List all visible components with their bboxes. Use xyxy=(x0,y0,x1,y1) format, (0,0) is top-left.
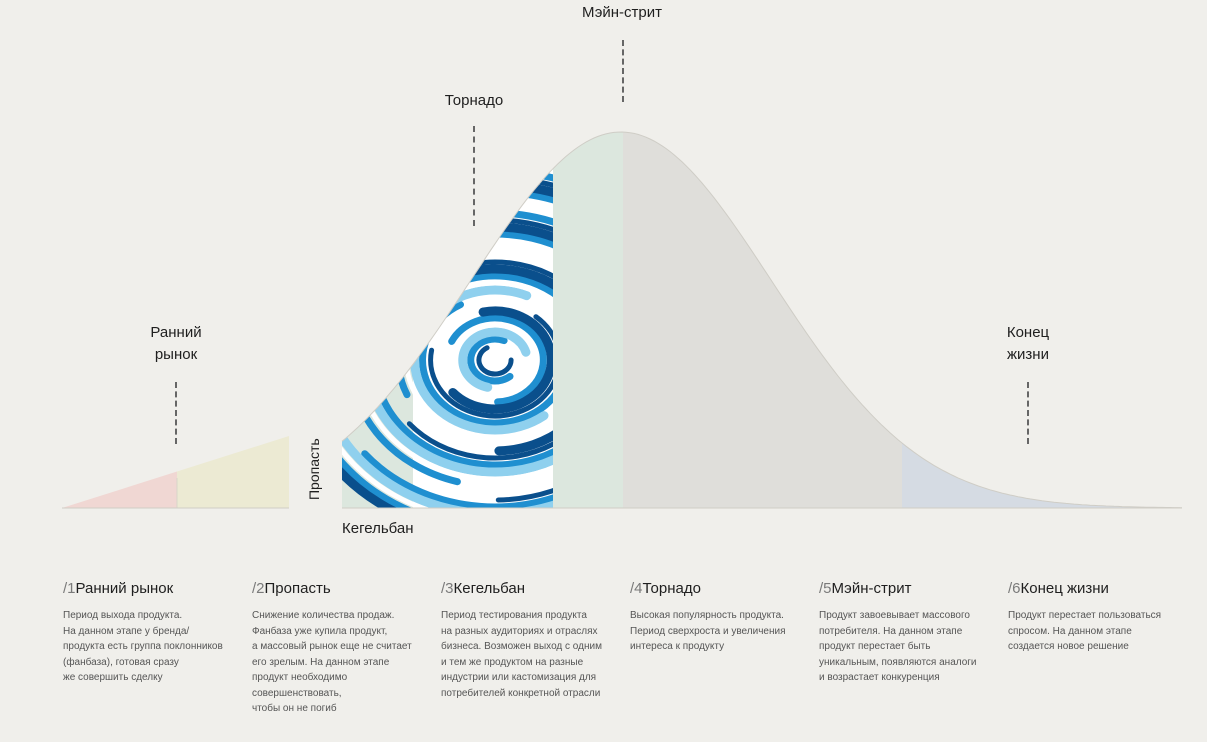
stage-6-title: Конец жизни xyxy=(1020,580,1109,597)
stage-3-heading: /3Кегельбан xyxy=(441,578,621,600)
stage-2: /2Пропасть Снижение количества продаж. Ф… xyxy=(252,578,432,717)
stage-4-text: Высокая популярность продукта. Период св… xyxy=(630,610,786,652)
stage-4-heading: /4Торнадо xyxy=(630,578,810,600)
main-street-region xyxy=(623,132,902,508)
label-early-market: Ранний рынок xyxy=(150,324,202,363)
label-main-street: Мэйн-стрит xyxy=(582,4,662,21)
swirl-band xyxy=(410,285,549,435)
chasm-early-region xyxy=(177,436,289,508)
stage-2-number: /2 xyxy=(252,580,265,597)
swirl-band xyxy=(452,322,538,383)
stage-3-title: Кегельбан xyxy=(453,580,526,597)
swirl-band xyxy=(448,314,547,406)
stage-6: /6Конец жизни Продукт перестает пользова… xyxy=(1008,578,1188,655)
stage-5: /5Мэйн-стрит Продукт завоевывает массово… xyxy=(819,578,999,686)
adoption-curve-diagram xyxy=(62,131,1183,509)
stage-4-number: /4 xyxy=(630,580,643,597)
bowling-alley-region-right xyxy=(553,132,623,508)
stage-5-heading: /5Мэйн-стрит xyxy=(819,578,999,600)
stage-1: /1Ранний рынок Период выхода продукта. Н… xyxy=(63,578,243,686)
stage-5-text: Продукт завоевывает массового потребител… xyxy=(819,610,977,683)
stage-3-number: /3 xyxy=(441,580,454,597)
stage-4-title: Торнадо xyxy=(642,580,701,597)
early-market-region xyxy=(62,436,177,508)
stage-1-title: Ранний рынок xyxy=(75,580,174,597)
stage-4: /4Торнадо Высокая популярность продукта.… xyxy=(630,578,810,655)
stage-3: /3Кегельбан Период тестирования продукта… xyxy=(441,578,621,701)
stage-descriptions: /1Ранний рынок Период выхода продукта. Н… xyxy=(0,578,1207,738)
stage-1-number: /1 xyxy=(63,580,76,597)
stage-2-heading: /2Пропасть xyxy=(252,578,432,600)
label-bowling-alley: Кегельбан xyxy=(342,520,414,537)
stage-5-title: Мэйн-стрит xyxy=(831,580,912,597)
stage-6-number: /6 xyxy=(1008,580,1021,597)
swirl-band xyxy=(458,327,531,392)
curve-outline xyxy=(341,131,1183,509)
stage-6-heading: /6Конец жизни xyxy=(1008,578,1188,600)
label-tornado: Торнадо xyxy=(444,92,504,109)
stage-5-number: /5 xyxy=(819,580,832,597)
end-of-life-region xyxy=(902,132,1182,508)
swirl-band xyxy=(448,306,556,414)
label-chasm: Пропасть xyxy=(306,438,322,500)
stage-2-title: Пропасть xyxy=(264,580,331,597)
marker-main-street xyxy=(622,40,624,102)
marker-tornado xyxy=(473,126,475,226)
stage-3-text: Период тестирования продукта на разных а… xyxy=(441,610,602,699)
stage-6-text: Продукт перестает пользоваться спросом. … xyxy=(1008,610,1162,652)
stage-1-heading: /1Ранний рынок xyxy=(63,578,243,600)
swirl-band xyxy=(467,335,514,385)
stage-1-text: Период выхода продукта. На данном этапе … xyxy=(63,610,223,683)
swirl-band xyxy=(476,345,514,377)
label-end-of-life: Конец жизни xyxy=(1006,324,1050,363)
marker-early-market xyxy=(175,382,177,444)
stage-2-text: Снижение количества продаж. Фанбаза уже … xyxy=(252,610,412,714)
marker-end-of-life xyxy=(1027,382,1029,444)
